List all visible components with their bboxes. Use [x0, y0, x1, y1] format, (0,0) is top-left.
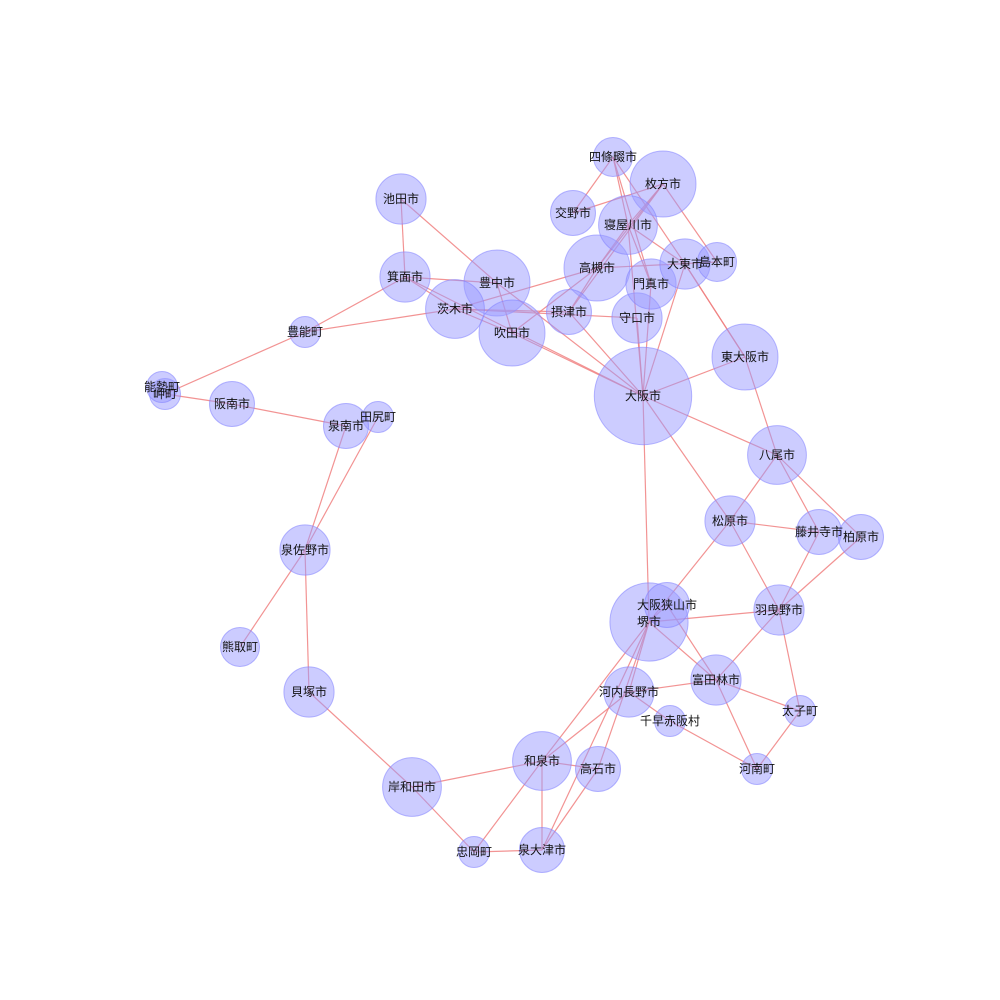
- node-label-yao: 八尾市: [759, 447, 795, 462]
- node-label-hannan: 阪南市: [214, 396, 250, 411]
- node-chihayaakasaka[interactable]: [654, 705, 686, 737]
- node-shimamoto[interactable]: [697, 242, 737, 282]
- node-kumatori[interactable]: [220, 627, 260, 667]
- node-label-shijonawate: 四條畷市: [589, 149, 637, 164]
- node-sennan[interactable]: [323, 403, 369, 449]
- node-label-tondabayashi: 富田林市: [692, 672, 740, 687]
- node-label-moriguchi: 守口市: [619, 310, 655, 325]
- node-label-tajiri: 田尻町: [360, 410, 396, 424]
- node-label-settsu: 摂津市: [551, 304, 587, 319]
- node-kanan[interactable]: [741, 753, 773, 785]
- node-settsu[interactable]: [546, 289, 592, 335]
- node-label-matsubara: 松原市: [712, 513, 748, 528]
- node-label-misaki: 岬町: [153, 387, 177, 401]
- node-label-kashiwara: 柏原市: [843, 529, 879, 544]
- node-label-shimamoto: 島本町: [699, 254, 735, 269]
- node-label-chihayaakasaka: 千早赤阪村: [640, 714, 700, 728]
- node-label-takatsuki: 高槻市: [579, 260, 615, 275]
- node-toyono[interactable]: [289, 316, 321, 348]
- node-label-minoo: 箕面市: [387, 269, 423, 284]
- node-label-kishiwada: 岸和田市: [388, 779, 436, 794]
- node-label-toyono: 豊能町: [287, 325, 323, 339]
- node-neyagawa[interactable]: [598, 195, 658, 255]
- node-label-ibaraki: 茨木市: [437, 301, 473, 316]
- node-label-tadaoka: 忠岡町: [456, 845, 492, 859]
- node-label-hirakata: 枚方市: [645, 176, 681, 191]
- node-label-fujiidera: 藤井寺市: [795, 524, 843, 539]
- node-label-kadoma: 門真市: [633, 276, 669, 291]
- node-label-suita: 吹田市: [494, 325, 530, 340]
- node-label-habikino: 羽曳野市: [755, 602, 803, 617]
- node-shijonawate[interactable]: [593, 137, 633, 177]
- node-osakasayama[interactable]: [644, 582, 690, 628]
- node-habikino[interactable]: [753, 584, 805, 636]
- node-label-katano: 交野市: [555, 205, 591, 220]
- node-kashiwara[interactable]: [838, 514, 884, 560]
- node-label-kumatori: 熊取町: [222, 639, 258, 654]
- node-izumisano[interactable]: [279, 524, 331, 576]
- node-tadaoka[interactable]: [458, 836, 490, 868]
- node-osaka[interactable]: [593, 346, 693, 446]
- node-izumiotsu[interactable]: [519, 827, 565, 873]
- node-izumi[interactable]: [512, 731, 572, 791]
- node-label-taishi: 太子町: [782, 703, 818, 718]
- node-takatsuki[interactable]: [563, 234, 631, 302]
- node-ikeda[interactable]: [375, 173, 427, 225]
- node-matsubara[interactable]: [704, 495, 756, 547]
- node-hannan[interactable]: [209, 381, 255, 427]
- node-label-toyonaka: 豊中市: [479, 275, 515, 290]
- node-kishiwada[interactable]: [382, 757, 442, 817]
- node-nose[interactable]: [146, 371, 178, 403]
- node-label-higashiosaka: 東大阪市: [721, 349, 769, 364]
- node-label-ikeda: 池田市: [383, 191, 419, 206]
- node-label-izumi: 和泉市: [524, 753, 560, 768]
- node-label-osaka: 大阪市: [625, 388, 661, 403]
- node-taishi[interactable]: [784, 695, 816, 727]
- node-takaishi[interactable]: [575, 746, 621, 792]
- node-label-kanan: 河南町: [739, 761, 775, 776]
- node-label-sakai: 堺市: [637, 614, 661, 629]
- node-kaizuka[interactable]: [283, 666, 335, 718]
- node-hirakata[interactable]: [629, 150, 697, 218]
- node-ibaraki[interactable]: [425, 279, 485, 339]
- node-minoo[interactable]: [379, 251, 431, 303]
- node-yao[interactable]: [747, 425, 807, 485]
- edge-chihayaakasaka-kanan: [669, 720, 758, 770]
- node-higashiosaka[interactable]: [711, 323, 779, 391]
- node-label-sennan: 泉南市: [328, 418, 364, 433]
- node-label-neyagawa: 寝屋川市: [604, 217, 652, 232]
- node-label-kaizuka: 貝塚市: [291, 684, 327, 699]
- node-tondabayashi[interactable]: [690, 654, 742, 706]
- node-katano[interactable]: [550, 190, 596, 236]
- node-label-izumisano: 泉佐野市: [281, 542, 329, 557]
- edge-sakai-izumiotsu: [541, 621, 650, 851]
- node-kawachinagano[interactable]: [603, 666, 655, 718]
- node-layer: [146, 137, 884, 873]
- node-label-kawachinagano: 河内長野市: [599, 684, 659, 699]
- node-suita[interactable]: [478, 299, 546, 367]
- node-label-nose: 能勢町: [144, 379, 180, 394]
- edge-misaki-toyono: [164, 331, 306, 395]
- node-label-izumiotsu: 泉大津市: [518, 842, 566, 857]
- node-label-takaishi: 高石市: [580, 761, 616, 776]
- node-label-daito: 大東市: [667, 256, 703, 271]
- node-label-osakasayama: 大阪狭山市: [637, 597, 697, 612]
